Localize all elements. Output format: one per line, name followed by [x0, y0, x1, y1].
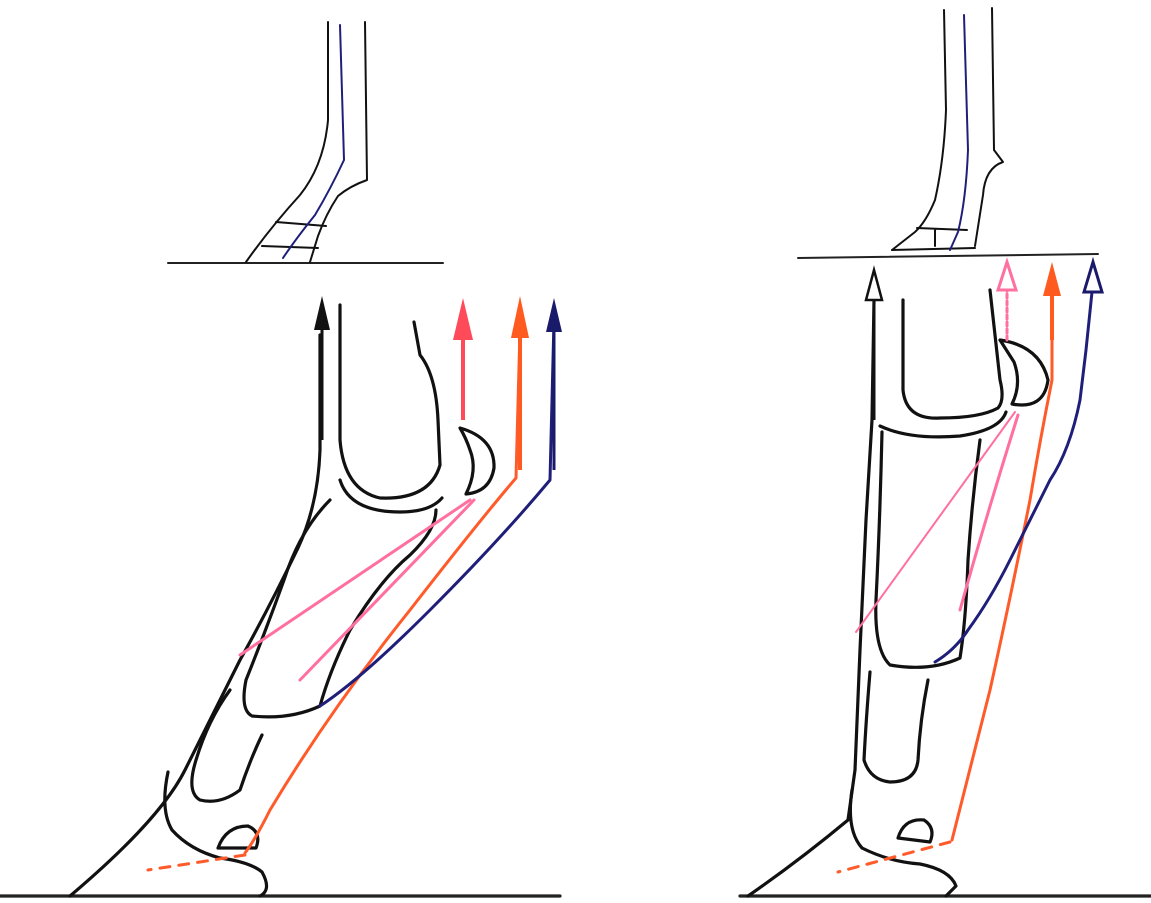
right-fetlock-joint-outline — [880, 412, 1006, 437]
right-sesamoid-bone — [1000, 340, 1048, 405]
left-arrow-orange — [511, 296, 529, 470]
right-arrow-pink-outline — [998, 262, 1016, 290]
right-short-pastern-bone — [864, 672, 928, 782]
right-arrow-black-outline — [866, 270, 882, 420]
right-overview-leg-front-outline — [892, 10, 946, 250]
right-overview-leg — [798, 8, 1098, 258]
left-superficial-flexor-dashed-end — [148, 855, 245, 870]
right-overview-ground-line — [798, 254, 1098, 258]
right-coffin-bone-hoof — [850, 790, 956, 896]
left-main-leg — [0, 296, 562, 896]
left-limb-front-outline — [70, 335, 320, 896]
left-cannon-bone-outline — [340, 305, 440, 498]
right-deep-flexor-tendon — [935, 292, 1092, 662]
left-superficial-flexor-tendon — [245, 330, 520, 853]
right-limb-front-outline — [748, 300, 874, 896]
right-suspensory-ligament-lower — [960, 415, 1018, 610]
left-arrow-black — [314, 296, 330, 440]
left-long-pastern-bone — [244, 500, 436, 717]
right-overview-leg-back-outline — [975, 8, 1003, 246]
right-arrow-orange — [1043, 262, 1061, 340]
left-sesamoid-bone — [460, 428, 494, 494]
left-short-pastern-bone — [192, 690, 262, 801]
right-long-pastern-bone — [876, 432, 980, 667]
right-cannon-bone-outline — [903, 290, 1002, 418]
right-main-leg — [740, 262, 1151, 896]
left-overview-leg — [168, 22, 443, 263]
left-arrow-navy — [546, 298, 562, 470]
right-arrow-navy-outline — [1084, 262, 1102, 292]
left-coffin-bone-hoof — [165, 772, 267, 896]
left-arrow-red — [453, 298, 473, 420]
right-overview-deep-tendon — [950, 15, 968, 250]
right-navicular-bone — [898, 820, 932, 842]
